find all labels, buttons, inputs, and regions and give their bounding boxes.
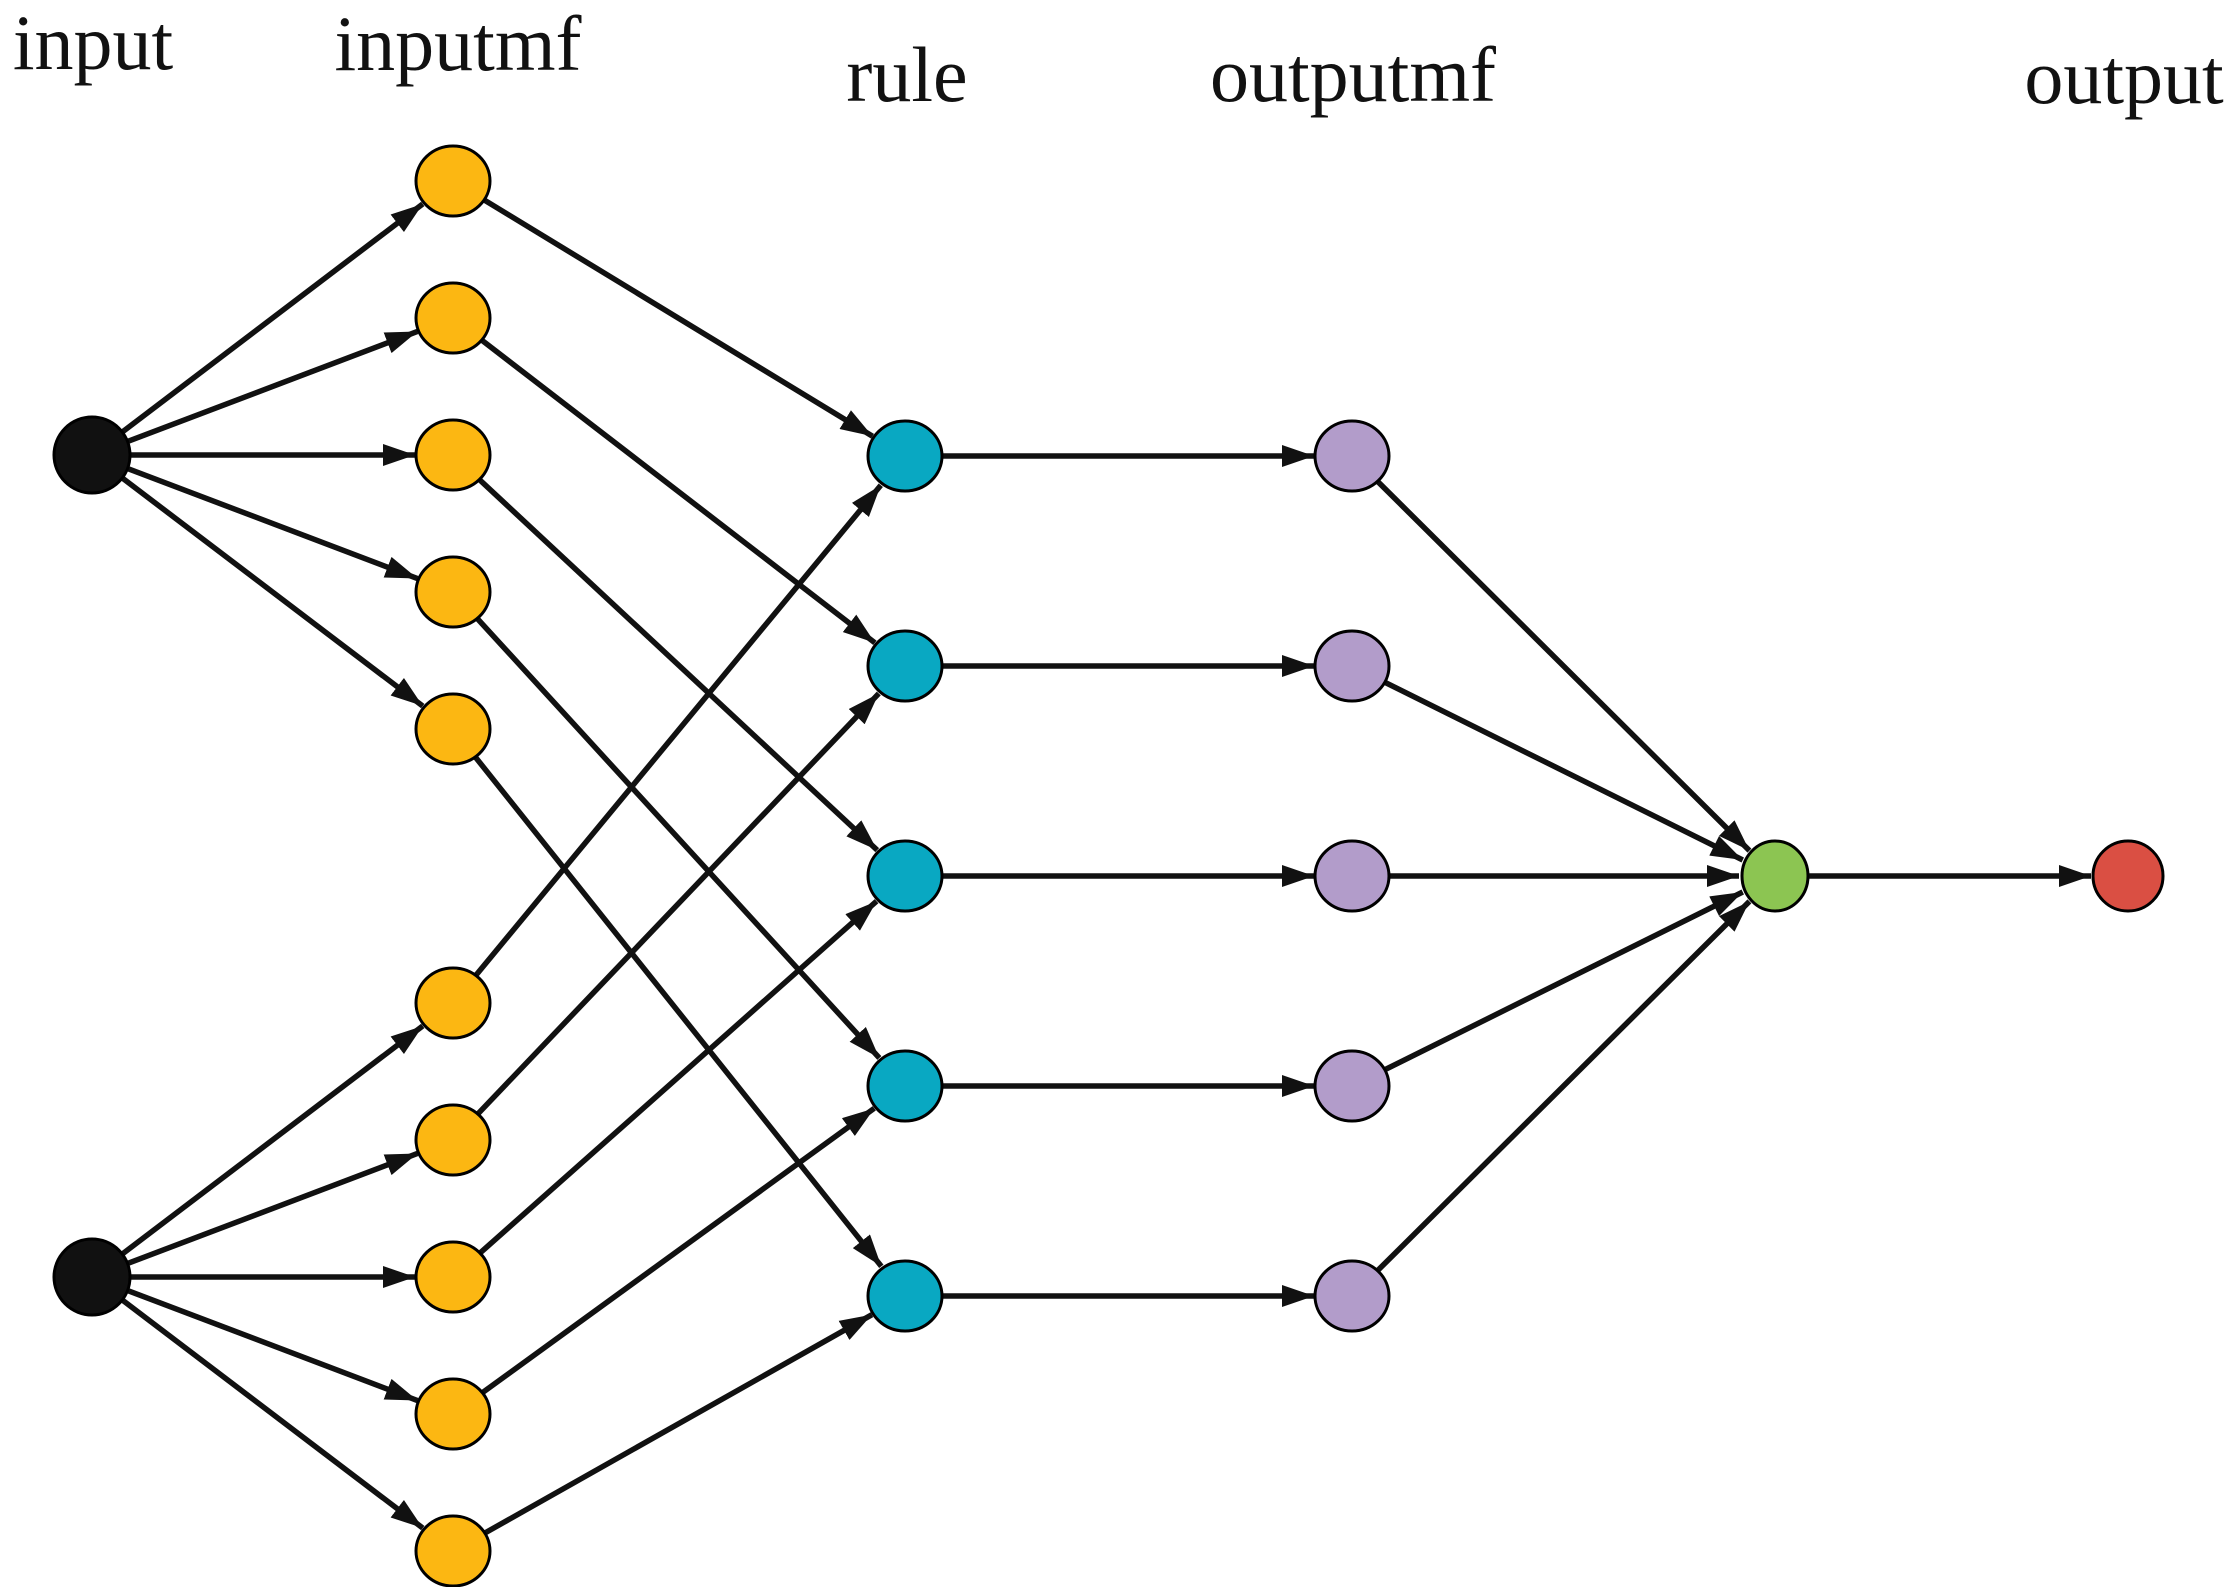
aggregation-node-aggregation bbox=[1740, 839, 1810, 913]
layer-label-output: output bbox=[2024, 33, 2224, 120]
edge-outputmf1-aggregation bbox=[1350, 454, 1752, 853]
edge-input1-inputmf4 bbox=[91, 452, 419, 582]
edge-inputmf2-rule2 bbox=[451, 315, 877, 645]
inputmf-node-inputmf7 bbox=[414, 1103, 492, 1177]
rule-node-rule3 bbox=[866, 839, 944, 913]
inputmf-node-inputmf10 bbox=[414, 1514, 492, 1587]
layer-label-outputmf: outputmf bbox=[1210, 31, 1496, 118]
inputmf-node-inputmf2 bbox=[414, 281, 492, 355]
inputmf-node-inputmf9 bbox=[414, 1377, 492, 1451]
edge-outputmf4-aggregation bbox=[1350, 889, 1744, 1089]
edge-outputmf5-aggregation bbox=[1350, 899, 1752, 1298]
rule-node-rule1 bbox=[866, 419, 944, 493]
inputmf-node-inputmf8 bbox=[414, 1240, 492, 1314]
edge-outputmf2-aggregation bbox=[1350, 663, 1744, 863]
edge-input2-inputmf10 bbox=[90, 1274, 425, 1531]
inputmf-node-inputmf4 bbox=[414, 555, 492, 629]
layer-label-rule: rule bbox=[846, 31, 968, 118]
outputmf-node-outputmf5 bbox=[1313, 1259, 1391, 1333]
output-node-output bbox=[2091, 839, 2165, 913]
outputmf-node-outputmf2 bbox=[1313, 629, 1391, 703]
edge-input2-inputmf9 bbox=[91, 1274, 419, 1404]
edge-input1-inputmf5 bbox=[90, 452, 425, 709]
edge-inputmf3-rule3 bbox=[451, 452, 880, 853]
inputmf-node-inputmf1 bbox=[414, 144, 492, 218]
rule-node-rule4 bbox=[866, 1049, 944, 1123]
edge-inputmf6-rule1 bbox=[450, 483, 883, 1005]
outputmf-node-outputmf1 bbox=[1313, 419, 1391, 493]
inputmf-node-inputmf5 bbox=[414, 692, 492, 766]
edge-input1-inputmf1 bbox=[90, 201, 425, 458]
outputmf-node-outputmf4 bbox=[1313, 1049, 1391, 1123]
edge-inputmf8-rule3 bbox=[451, 899, 879, 1280]
edge-inputmf4-rule4 bbox=[450, 590, 882, 1060]
edge-input2-inputmf6 bbox=[90, 1023, 425, 1280]
edge-inputmf1-rule1 bbox=[451, 178, 874, 439]
outputmf-node-outputmf3 bbox=[1313, 839, 1391, 913]
edge-inputmf5-rule5 bbox=[450, 727, 884, 1269]
edge-input2-inputmf7 bbox=[91, 1150, 419, 1280]
layer-label-inputmf: inputmf bbox=[334, 0, 582, 87]
inputmf-node-inputmf6 bbox=[414, 966, 492, 1040]
edge-input1-inputmf2 bbox=[91, 328, 419, 458]
edge-inputmf7-rule2 bbox=[451, 691, 881, 1142]
rule-node-rule5 bbox=[866, 1259, 944, 1333]
rule-node-rule2 bbox=[866, 629, 944, 703]
edge-inputmf10-rule5 bbox=[451, 1312, 874, 1554]
inputmf-node-inputmf3 bbox=[414, 418, 492, 492]
input-node-input2 bbox=[52, 1237, 132, 1317]
input-node-input1 bbox=[52, 415, 132, 495]
edge-inputmf9-rule4 bbox=[451, 1106, 876, 1417]
layer-label-input: input bbox=[12, 0, 174, 86]
